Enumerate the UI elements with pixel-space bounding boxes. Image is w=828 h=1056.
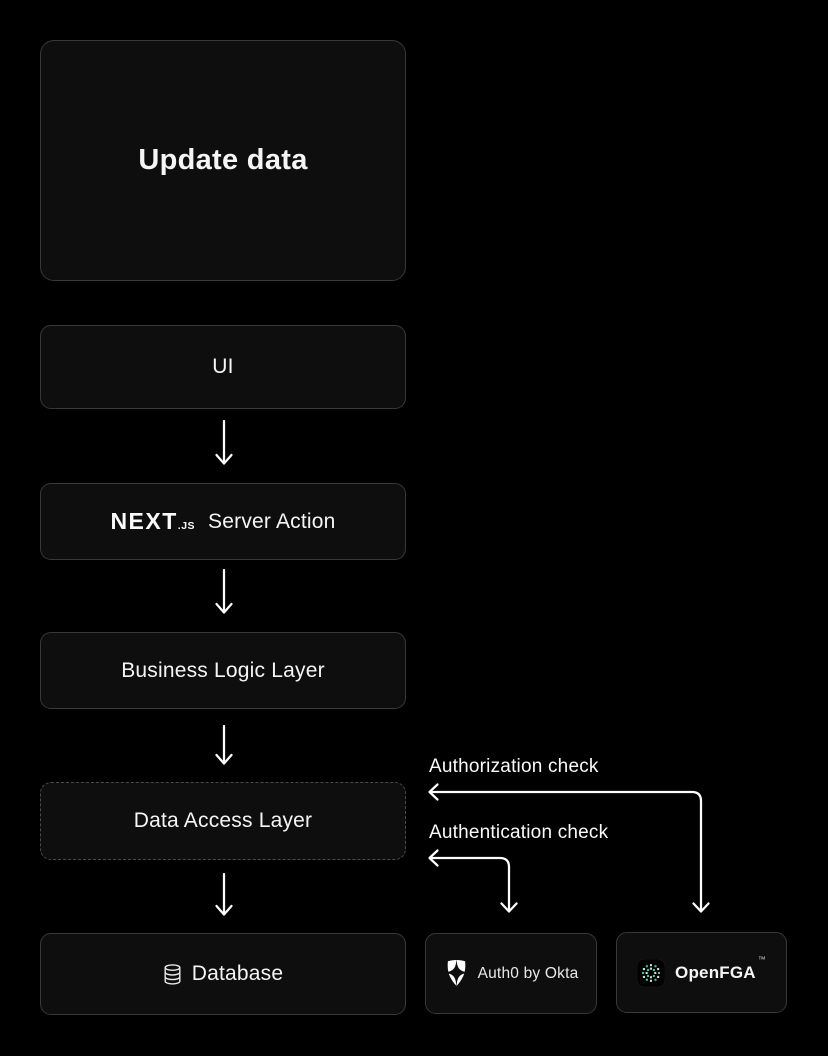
node-data-access-layer: Data Access Layer [40, 782, 406, 860]
arrow-data-access-to-database [215, 872, 233, 916]
arrow-business-logic-to-data-access [215, 724, 233, 765]
node-openfga: OpenFGA ™ [616, 932, 787, 1013]
openfga-pixel-grid-icon [637, 958, 666, 987]
node-update-data: Update data [40, 40, 406, 281]
nextjs-logo: NEXT.JS [110, 508, 195, 535]
node-auth0-label: Auth0 by Okta [477, 964, 579, 982]
arrow-ui-to-server-action [215, 419, 233, 465]
node-server-action-label: Server Action [208, 509, 336, 533]
node-ui-label: UI [212, 355, 234, 378]
node-update-data-label: Update data [138, 144, 308, 176]
authentication-check-label: Authentication check [429, 822, 609, 843]
arrow-authentication-check [428, 849, 518, 913]
database-cylinder-icon [163, 963, 182, 985]
arrow-authorization-check [428, 783, 710, 913]
node-database-label: Database [191, 962, 284, 985]
node-auth0: Auth0 by Okta [425, 933, 597, 1014]
nextjs-js-suffix: .JS [177, 520, 196, 532]
openfga-trademark: ™ [757, 955, 766, 964]
arrow-server-action-to-business-logic [215, 568, 233, 614]
node-openfga-label: OpenFGA [675, 962, 756, 982]
node-nextjs-server-action: NEXT.JS Server Action [40, 483, 406, 560]
node-database: Database [40, 933, 406, 1015]
authorization-check-label: Authorization check [429, 756, 599, 777]
node-business-logic-label: Business Logic Layer [121, 658, 325, 682]
nextjs-wordmark: NEXT [110, 508, 178, 534]
node-data-access-label: Data Access Layer [133, 809, 313, 832]
node-ui: UI [40, 325, 406, 409]
auth0-shield-icon [444, 959, 469, 988]
node-business-logic-layer: Business Logic Layer [40, 632, 406, 709]
